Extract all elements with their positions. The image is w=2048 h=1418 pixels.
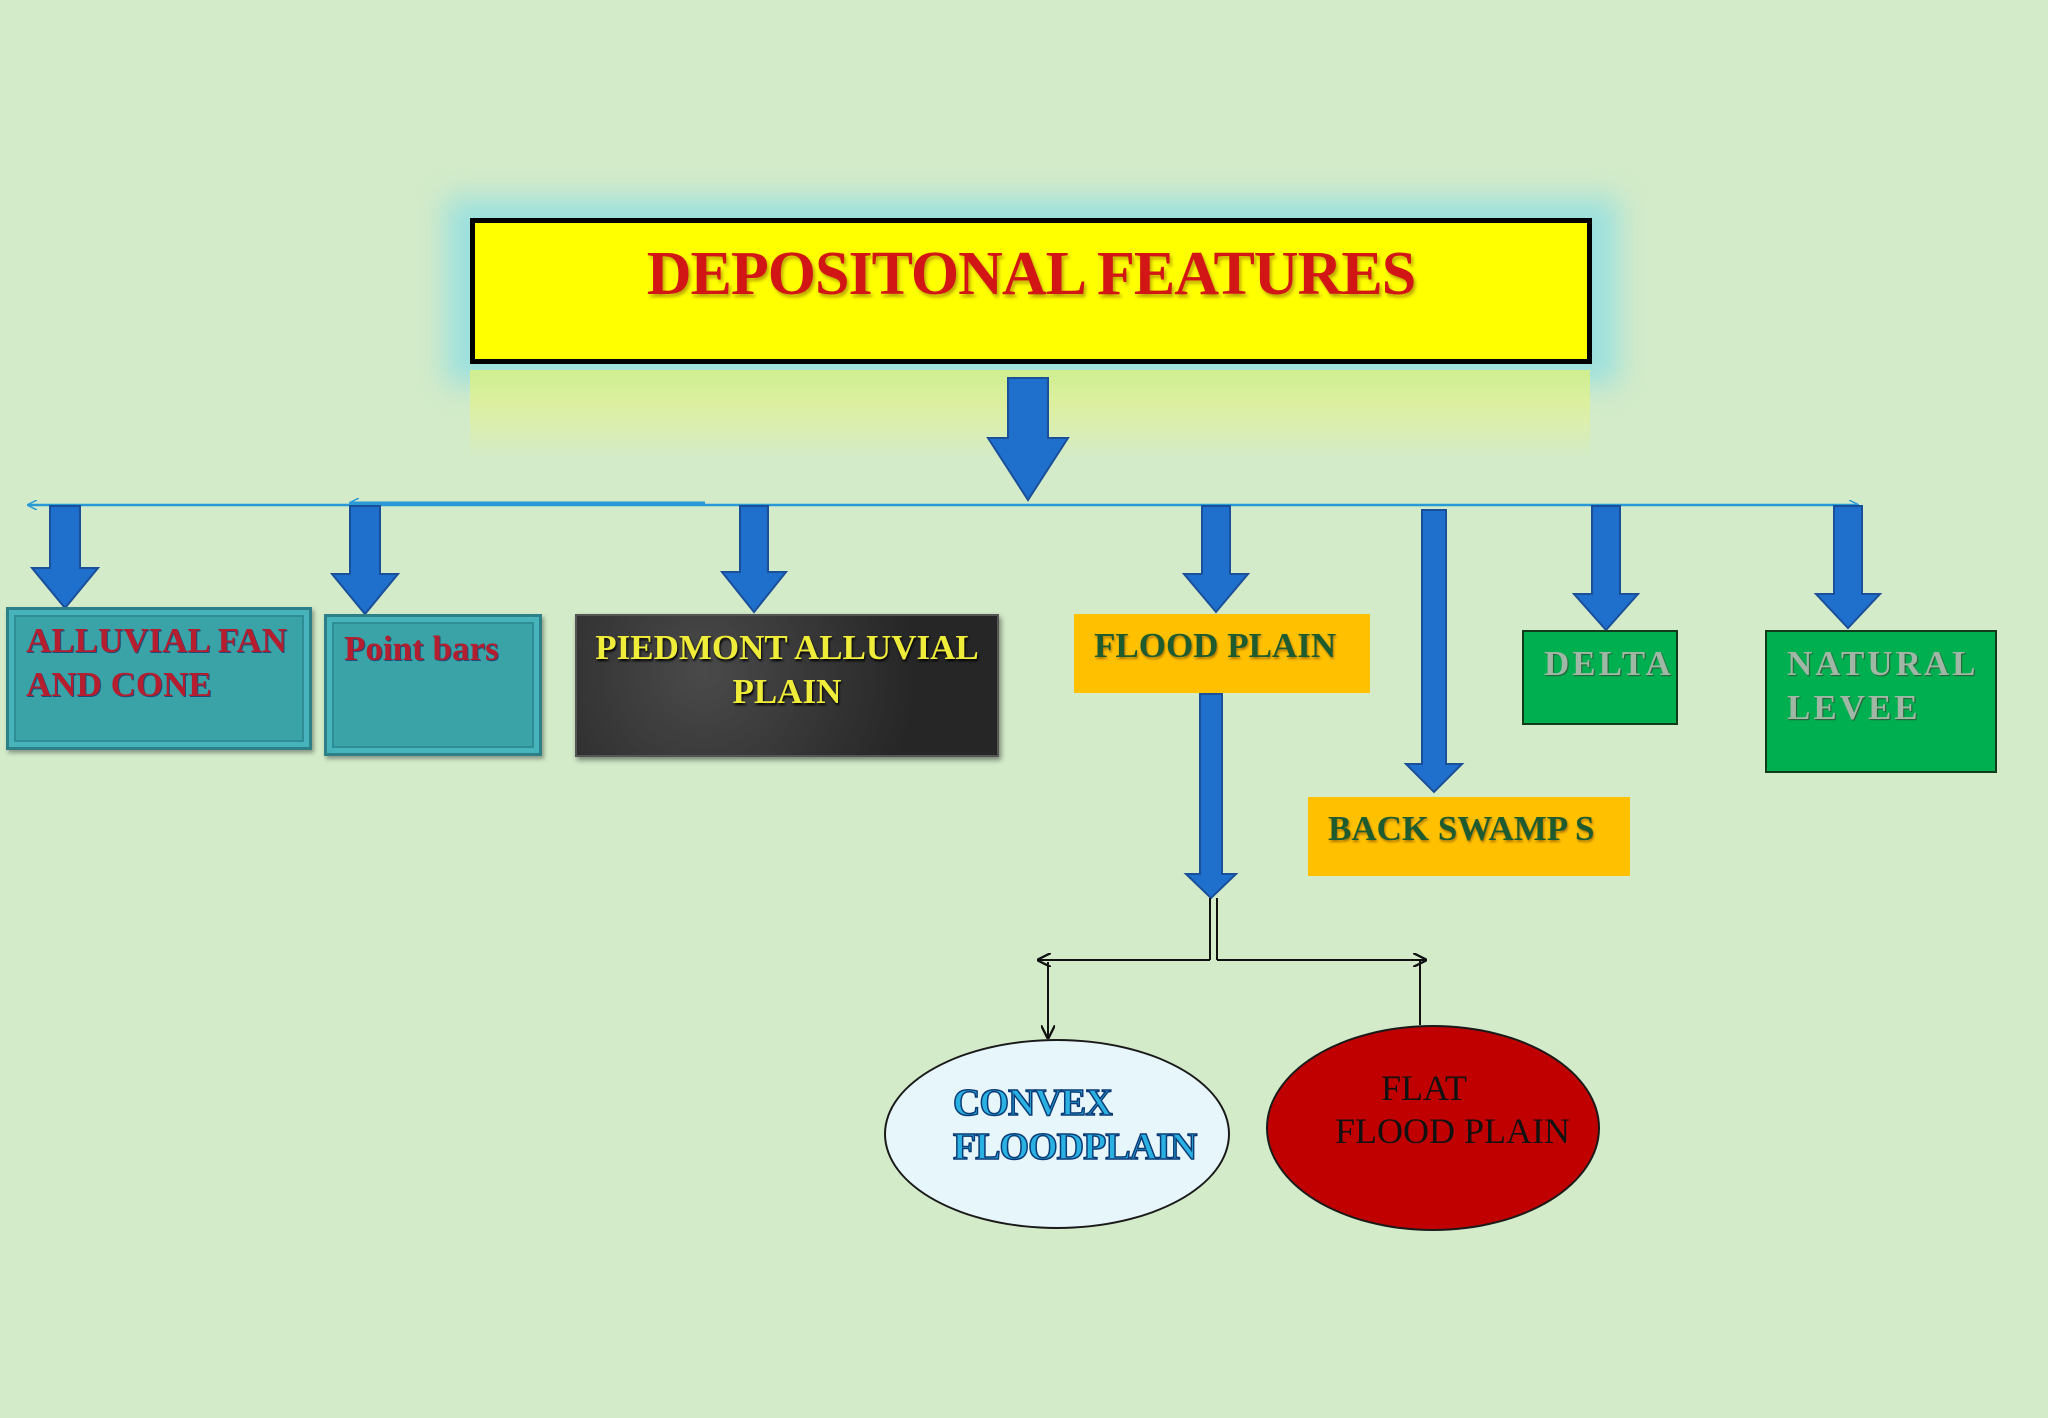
arrow-to-delta	[1571, 505, 1641, 632]
arrow-to-back-swamps	[1403, 509, 1465, 794]
convex-line-1: CONVEX	[952, 1081, 1113, 1124]
node-alluvial-fan-and-cone: ALLUVIAL FAN AND CONE	[6, 607, 312, 750]
title-box: DEPOSITONAL FEATURES	[470, 218, 1592, 364]
ellipse-convex-floodplain: CONVEX FLOODPLAIN	[884, 1039, 1230, 1229]
piedmont-line-2: PLAIN	[732, 671, 842, 711]
arrow-to-flood-plain	[1181, 505, 1251, 614]
node-flood-plain: FLOOD PLAIN	[1074, 614, 1370, 693]
natural-levee-line-2: LEVEE	[1787, 687, 1921, 727]
node-back-swamps: BACK SWAMP S	[1308, 797, 1630, 876]
arrow-flood-plain-to-types	[1183, 693, 1239, 900]
node-piedmont-alluvial-plain: PIEDMONT ALLUVIAL PLAIN	[575, 614, 999, 757]
arrow-to-alluvial-fan	[29, 505, 101, 610]
node-natural-levee: NATURAL LEVEE	[1765, 630, 1997, 773]
arrow-to-natural-levee	[1813, 505, 1883, 630]
alluvial-fan-line-2: AND CONE	[26, 664, 212, 704]
alluvial-fan-line-1: ALLUVIAL FAN	[26, 621, 287, 660]
node-point-bars: Point bars	[324, 614, 542, 756]
flat-line-1: FLAT	[1381, 1068, 1468, 1108]
natural-levee-line-1: NATURAL	[1787, 644, 1979, 683]
piedmont-line-1: PIEDMONT ALLUVIAL	[595, 628, 979, 667]
main-down-arrow	[986, 377, 1070, 502]
delta-label: DELTA	[1544, 644, 1674, 683]
node-delta: DELTA	[1522, 630, 1678, 725]
convex-line-2: FLOODPLAIN	[952, 1125, 1198, 1168]
arrow-to-piedmont	[719, 505, 789, 614]
flat-line-2: FLOOD PLAIN	[1335, 1111, 1571, 1152]
ellipse-flat-flood-plain: FLAT FLOOD PLAIN	[1266, 1025, 1600, 1231]
title-text: DEPOSITONAL FEATURES	[646, 240, 1416, 308]
arrow-to-point-bars	[329, 505, 401, 616]
back-swamps-label: BACK SWAMP S	[1328, 809, 1595, 848]
point-bars-label: Point bars	[344, 629, 499, 668]
flood-plain-label: FLOOD PLAIN	[1094, 626, 1337, 665]
